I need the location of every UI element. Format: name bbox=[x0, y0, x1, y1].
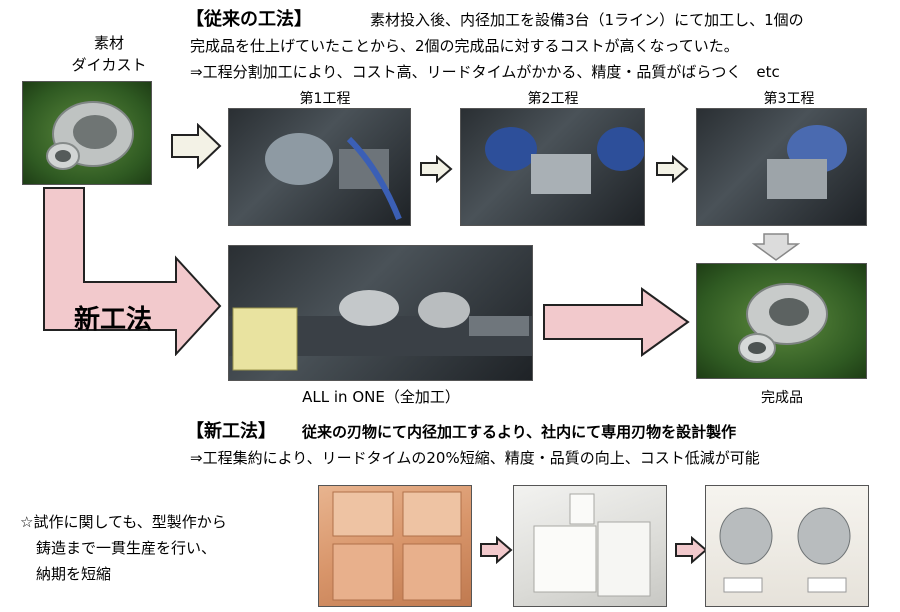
arrow-step-2-to-3 bbox=[656, 155, 689, 183]
prototype-line-2: 鋳造まで一貫生産を行い、 bbox=[36, 539, 217, 557]
prototype-line-1: ☆試作に関しても、型製作から bbox=[20, 513, 227, 531]
step-1-label: 第1工程 bbox=[299, 91, 351, 107]
new-method-heading: 【新工法】 bbox=[186, 421, 276, 442]
die-cast-part-illustration bbox=[46, 101, 134, 170]
all-in-one-caption: ALL in ONE（全加工） bbox=[302, 388, 460, 406]
all-in-one-photo bbox=[228, 245, 533, 381]
finished-product-photo bbox=[696, 263, 867, 379]
step-2-label: 第2工程 bbox=[527, 91, 579, 107]
die-cast-material-photo bbox=[22, 81, 152, 185]
step-3-label: 第3工程 bbox=[763, 91, 815, 107]
prototype-line-3: 納期を短縮 bbox=[36, 565, 112, 583]
old-method-line-1: 素材投入後、内径加工を設備3台（1ライン）にて加工し、1個の bbox=[370, 11, 804, 29]
new-method-arrow-label: 新工法 bbox=[74, 305, 153, 335]
material-label-1: 素材 bbox=[93, 34, 124, 52]
arrow-casting-to-parts bbox=[675, 536, 708, 564]
step-2-photo bbox=[460, 108, 645, 226]
new-method-line-1: 従来の刃物にて内径加工するより、社内にて専用刃物を設計製作 bbox=[302, 423, 737, 441]
material-label-2: ダイカスト bbox=[71, 56, 147, 74]
old-method-heading: 【従来の工法】 bbox=[186, 9, 312, 30]
arrow-to-step-1 bbox=[171, 123, 222, 169]
new-method-arrow bbox=[43, 187, 222, 356]
casting-pattern-photo bbox=[513, 485, 667, 607]
finished-product-caption: 完成品 bbox=[761, 390, 803, 406]
step-1-photo bbox=[228, 108, 411, 226]
prototype-parts-photo bbox=[705, 485, 869, 607]
arrow-step-1-to-2 bbox=[420, 155, 453, 183]
step-3-photo bbox=[696, 108, 867, 226]
old-method-line-3: ⇒工程分割加工により、コスト高、リードタイムがかかる、精度・品質がばらつく et… bbox=[190, 63, 780, 81]
arrow-down-to-finished bbox=[752, 233, 800, 261]
arrow-to-finished-product bbox=[543, 287, 690, 357]
mold-photo bbox=[318, 485, 472, 607]
arrow-mold-to-casting bbox=[480, 536, 513, 564]
old-method-line-2: 完成品を仕上げていたことから、2個の完成品に対するコストが高くなっていた。 bbox=[190, 37, 739, 55]
new-method-line-2: ⇒工程集約により、リードタイムの20%短縮、精度・品質の向上、コスト低減が可能 bbox=[190, 449, 760, 467]
